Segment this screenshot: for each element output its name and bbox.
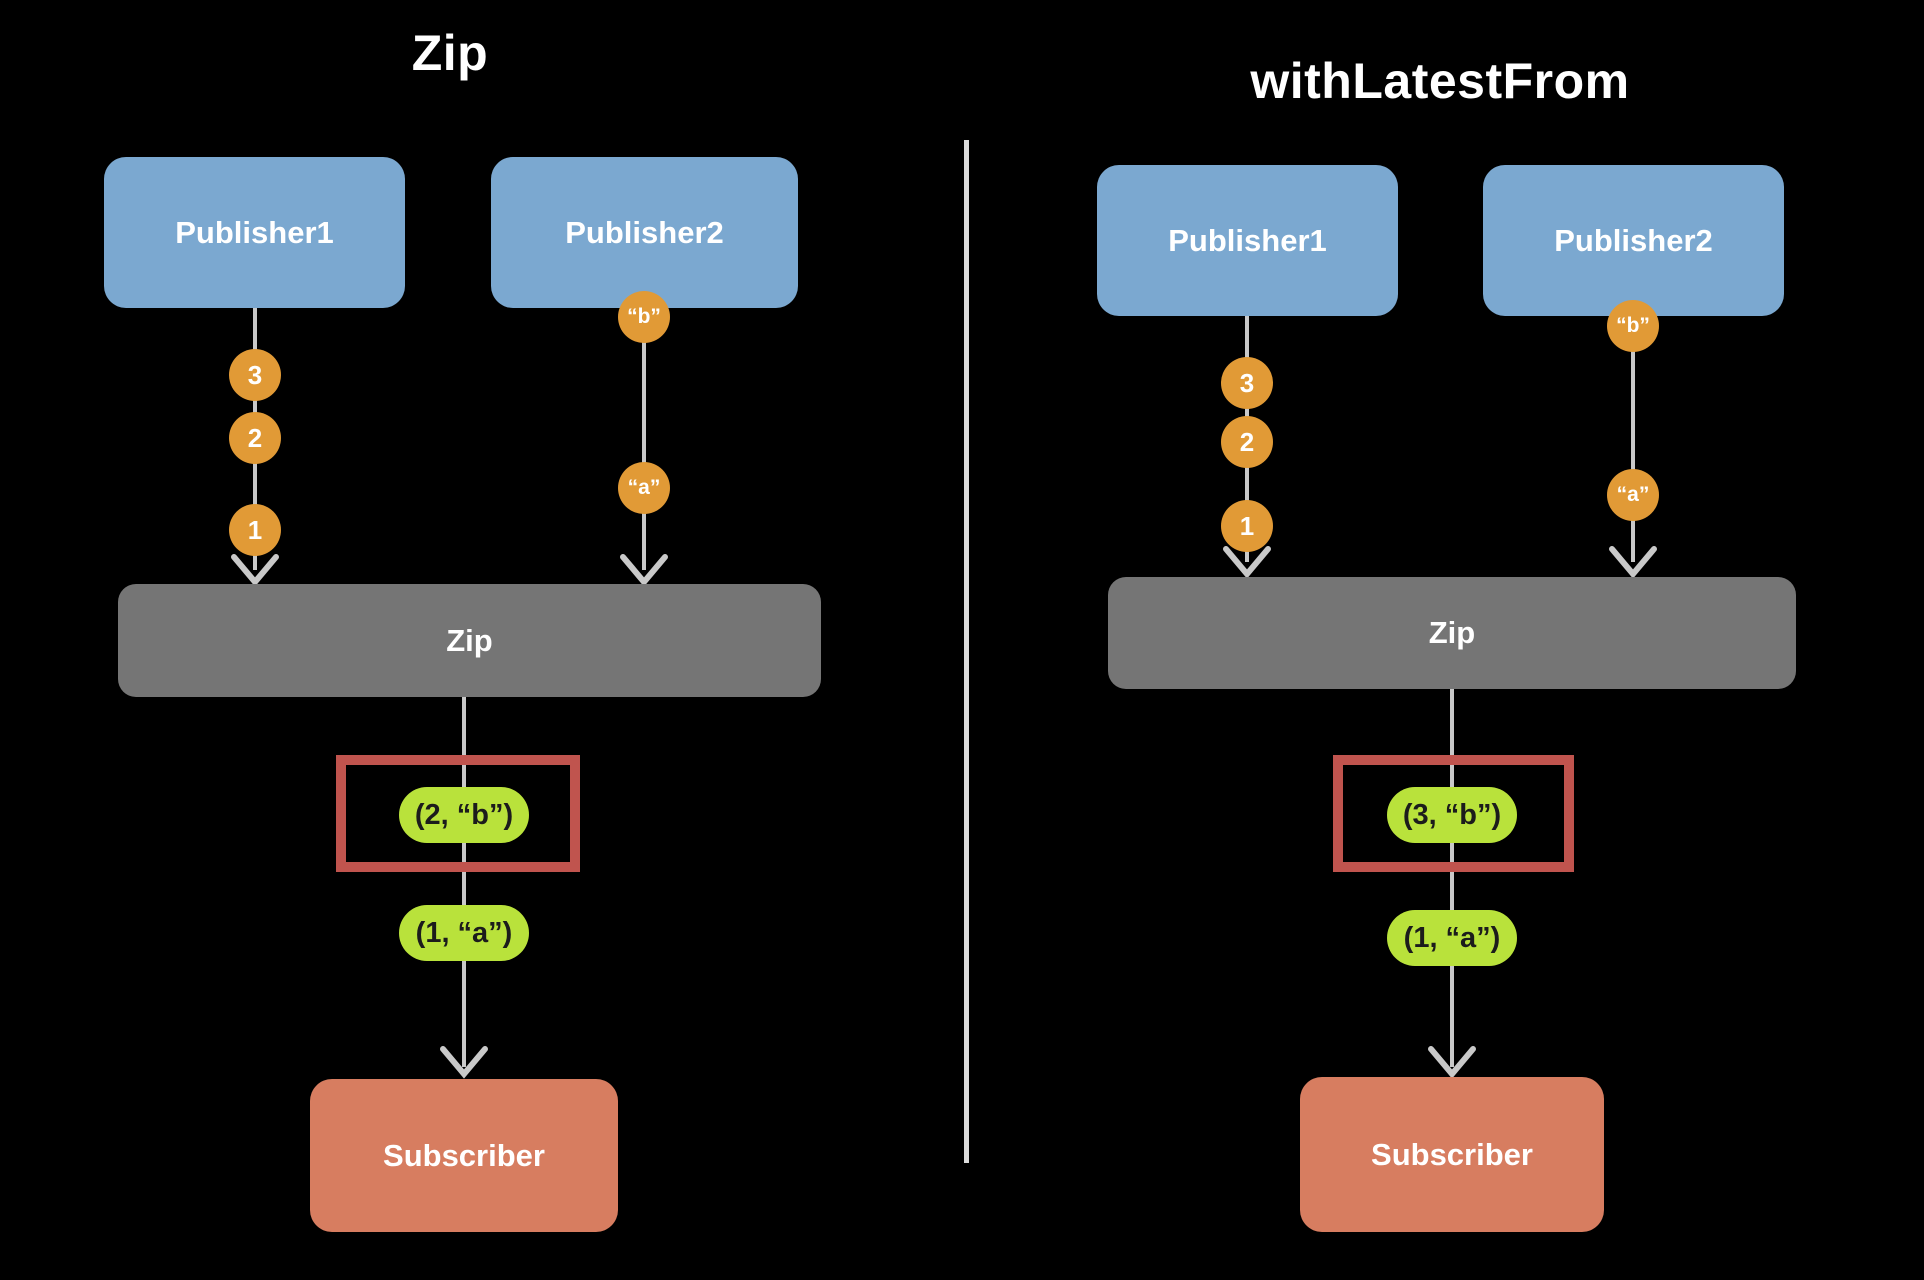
left-publisher2-stream-line (642, 308, 646, 570)
left-event-1-circle: 1 (229, 504, 281, 556)
left-output-2-value: (1, “a”) (415, 916, 513, 949)
right-event-a-value: “a” (1616, 483, 1650, 506)
left-publisher1-label: Publisher1 (175, 214, 334, 250)
left-operator-label: Zip (446, 622, 493, 658)
right-publisher1-box: Publisher1 (1097, 165, 1398, 316)
right-event-2-circle: 2 (1221, 416, 1273, 468)
left-output-1-value: (2, “b”) (414, 798, 514, 831)
right-event-3-circle: 3 (1221, 357, 1273, 409)
right-event-1-circle: 1 (1221, 500, 1273, 552)
right-event-b-circle: “b” (1607, 300, 1659, 352)
left-event-a-circle: “a” (618, 462, 670, 514)
left-output-pill-2: (1, “a”) (399, 905, 529, 961)
right-event-1-value: 1 (1239, 510, 1255, 541)
right-operator-label: Zip (1428, 615, 1476, 650)
right-subscriber-box: Subscriber (1300, 1077, 1604, 1232)
right-event-b-value: “b” (1616, 314, 1650, 337)
left-highlight-frame (336, 755, 580, 872)
left-event-b-value: “b” (627, 305, 661, 328)
left-event-2-value: 2 (247, 422, 263, 453)
left-arrowhead-publisher1-icon (231, 554, 279, 587)
left-event-b-circle: “b” (618, 291, 670, 343)
left-arrowhead-subscriber-icon (440, 1046, 488, 1079)
vertical-divider (964, 140, 969, 1163)
left-arrowhead-publisher2-icon (620, 554, 668, 587)
right-publisher2-box: Publisher2 (1483, 165, 1784, 316)
right-arrowhead-publisher2-icon (1609, 546, 1657, 579)
right-event-a-circle: “a” (1607, 469, 1659, 521)
right-output-pill-1: (3, “b”) (1387, 787, 1517, 843)
right-operator-box: Zip (1108, 577, 1796, 689)
right-arrowhead-subscriber-icon (1428, 1046, 1476, 1079)
left-event-1-value: 1 (247, 514, 263, 545)
left-event-2-circle: 2 (229, 412, 281, 464)
left-output-stream-line (462, 697, 466, 1067)
left-panel-title: Zip (411, 25, 489, 81)
left-event-3-circle: 3 (229, 349, 281, 401)
left-event-3-value: 3 (247, 359, 263, 390)
right-arrowhead-publisher1-icon (1223, 546, 1271, 579)
right-output-2-value: (1, “a”) (1403, 921, 1501, 954)
left-publisher2-box: Publisher2 (491, 157, 798, 308)
left-publisher1-box: Publisher1 (104, 157, 405, 308)
right-publisher2-stream-line (1631, 316, 1635, 562)
right-output-1-value: (3, “b”) (1402, 798, 1502, 831)
right-panel-title: withLatestFrom (1250, 53, 1630, 109)
right-output-pill-2: (1, “a”) (1387, 910, 1517, 966)
right-event-3-value: 3 (1239, 367, 1255, 398)
right-subscriber-label: Subscriber (1371, 1136, 1533, 1172)
right-publisher1-label: Publisher1 (1168, 222, 1327, 258)
right-event-2-value: 2 (1239, 426, 1255, 457)
left-output-pill-1: (2, “b”) (399, 787, 529, 843)
right-output-stream-line (1450, 689, 1454, 1067)
left-publisher2-label: Publisher2 (565, 214, 724, 250)
right-highlight-frame (1333, 755, 1574, 872)
right-publisher2-label: Publisher2 (1554, 222, 1713, 258)
left-event-a-value: “a” (627, 476, 661, 499)
left-subscriber-label: Subscriber (383, 1137, 545, 1173)
left-operator-box: Zip (118, 584, 821, 697)
left-subscriber-box: Subscriber (310, 1079, 618, 1232)
